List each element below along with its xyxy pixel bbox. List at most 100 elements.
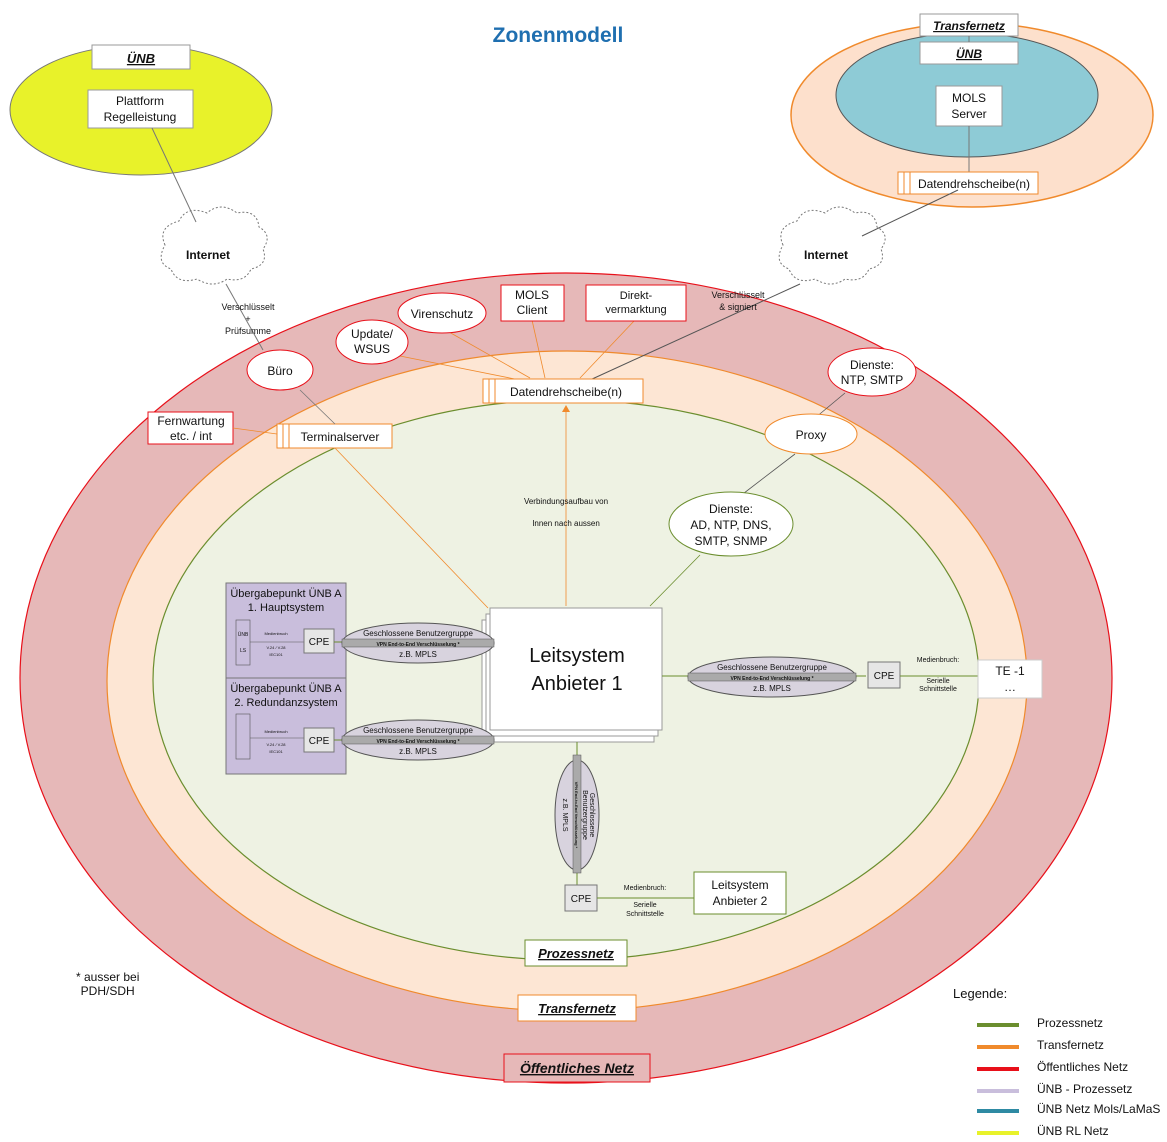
legend-item-prozessnetz: Prozessnetz bbox=[977, 1016, 1167, 1034]
uenb-left-header: ÜNB bbox=[127, 51, 155, 66]
leitsystem2-box bbox=[693, 871, 787, 915]
conn-left-l1: Verschlüsselt bbox=[221, 302, 275, 312]
legend-item-uenb-mols: ÜNB Netz Mols/LaMaS bbox=[977, 1102, 1167, 1120]
plattform-box bbox=[87, 89, 194, 129]
vpn-vertical-l2: Benutzergruppe bbox=[581, 790, 588, 840]
process-label-box bbox=[524, 939, 628, 967]
legend-swatch bbox=[977, 1023, 1019, 1027]
cpe-left-2-label: CPE bbox=[309, 736, 330, 747]
uebergabe1-ls: LS bbox=[240, 648, 247, 654]
legend-item-transfernetz: Transfernetz bbox=[977, 1038, 1167, 1056]
vpn-left-2-mpls: z.B. MPLS bbox=[399, 747, 437, 756]
vpn-left-2-vpn: VPN End-to-End Verschlüsselung * bbox=[376, 739, 459, 745]
fernwartung-box bbox=[147, 411, 234, 445]
legend-item-uenb-prozess: ÜNB - Prozessetz bbox=[977, 1082, 1167, 1100]
plattform-label-2: Regelleistung bbox=[104, 110, 177, 124]
legend-swatch bbox=[977, 1109, 1019, 1113]
uenb-right-header: ÜNB bbox=[956, 46, 982, 61]
vpn-right-vpn: VPN End-to-End Verschlüsselung * bbox=[730, 676, 813, 682]
legend-label: Prozessnetz bbox=[1037, 1016, 1104, 1030]
te-box bbox=[977, 659, 1043, 699]
uenb-right-transfer-label: Transfernetz bbox=[933, 19, 1005, 33]
line-internet-buero bbox=[225, 283, 264, 351]
buero-label: Büro bbox=[267, 364, 293, 378]
footnote-l2: PDH/SDH bbox=[80, 984, 135, 998]
virenschutz-node bbox=[397, 292, 487, 334]
leitsystem2-l2: Anbieter 2 bbox=[713, 894, 768, 908]
update-l2: WSUS bbox=[354, 342, 390, 356]
cpe-left-2 bbox=[303, 727, 335, 753]
leitsystem-l1: Leitsystem bbox=[529, 645, 625, 667]
medien-right-l2: Serielle bbox=[926, 678, 949, 685]
dienste-public-l1: Dienste: bbox=[850, 358, 894, 372]
uebergabe1-proto2: IEC101 bbox=[269, 652, 283, 657]
legend-label: ÜNB RL Netz bbox=[1037, 1124, 1109, 1138]
uebergabe2-l2: 2. Redundanzsystem bbox=[234, 697, 337, 709]
cpe-right bbox=[867, 661, 901, 689]
uenb-left-header-box bbox=[91, 44, 191, 70]
proxy-label: Proxy bbox=[796, 428, 827, 442]
mols-server-l2: Server bbox=[951, 107, 986, 121]
legend-swatch bbox=[977, 1045, 1019, 1049]
vpn-left-1-mpls: z.B. MPLS bbox=[399, 650, 437, 659]
vpn-left-1-group: Geschlossene Benutzergruppe bbox=[363, 629, 473, 638]
dienste-public-node bbox=[827, 347, 917, 397]
cpe-left-1-label: CPE bbox=[309, 637, 330, 648]
diagram-title: Zonenmodell bbox=[493, 24, 624, 47]
footnote: * ausser bei PDH/SDH bbox=[76, 970, 139, 998]
vpn-vertical-mpls: z.B. MPLS bbox=[561, 798, 568, 831]
cpe-right-label: CPE bbox=[874, 671, 895, 682]
uebergabe1-uenb: ÜNB bbox=[238, 631, 249, 638]
medien-bottom-l3: Schnittstelle bbox=[626, 911, 664, 918]
uebergabe2-medien: Medienbruch bbox=[264, 729, 287, 734]
leitsystem-l2: Anbieter 1 bbox=[531, 673, 622, 695]
transfer-label: Transfernetz bbox=[538, 1001, 616, 1016]
uebergabe2-l1: Übergabepunkt ÜNB A bbox=[230, 683, 342, 695]
proxy-node bbox=[764, 413, 858, 455]
conn-right-l2: & signiert bbox=[719, 302, 757, 312]
vpn-vertical-l1: Geschlossene bbox=[588, 793, 595, 837]
transfer-hub-label: Datendrehscheibe(n) bbox=[510, 385, 622, 399]
terminalserver-box bbox=[276, 423, 393, 449]
internet-right-label: Internet bbox=[804, 248, 848, 262]
uebergabe1-l2: 1. Hauptsystem bbox=[248, 602, 324, 614]
legend-swatch bbox=[977, 1067, 1019, 1071]
transfer-label-box bbox=[517, 994, 637, 1022]
right-hub-label: Datendrehscheibe(n) bbox=[918, 177, 1030, 191]
conn-left-l3: Prüfsumme bbox=[225, 326, 271, 336]
medien-bottom-l1: Medienbruch: bbox=[624, 885, 666, 892]
uebergabe1-medien: Medienbruch bbox=[264, 631, 287, 636]
dienste-process-l1: Dienste: bbox=[709, 502, 753, 516]
legend-label: Transfernetz bbox=[1037, 1038, 1104, 1052]
cpe-bottom-label: CPE bbox=[571, 894, 592, 905]
conn-left-l2: + bbox=[245, 314, 250, 324]
medien-bottom-l2: Serielle bbox=[633, 902, 656, 909]
process-label: Prozessnetz bbox=[538, 946, 614, 961]
legend-item-oeffentlich: Öffentliches Netz bbox=[977, 1060, 1167, 1078]
update-l1: Update/ bbox=[351, 327, 394, 341]
vpn-left-2-group: Geschlossene Benutzergruppe bbox=[363, 726, 473, 735]
dienste-process-node bbox=[668, 491, 794, 557]
uebergabe1-proto1: V.24 / V.28 bbox=[266, 645, 286, 650]
uebergabe1-l1: Übergabepunkt ÜNB A bbox=[230, 588, 342, 600]
uebergabe2-proto2: IEC101 bbox=[269, 749, 283, 754]
terminalserver-label: Terminalserver bbox=[301, 430, 380, 444]
internet-cloud-left bbox=[160, 206, 268, 285]
direktvermarktung-l1: Direkt- bbox=[620, 290, 653, 302]
legend-label: ÜNB - Prozessetz bbox=[1037, 1082, 1133, 1096]
public-label-box bbox=[503, 1053, 651, 1083]
legend-label: ÜNB Netz Mols/LaMaS bbox=[1037, 1102, 1161, 1116]
plattform-text: Plattform bbox=[116, 94, 164, 108]
update-node bbox=[335, 319, 409, 365]
direktvermarktung-l2: vermarktung bbox=[605, 304, 666, 316]
footnote-l1: * ausser bei bbox=[76, 970, 140, 984]
dienste-process-l3: SMTP, SNMP bbox=[694, 534, 767, 548]
verbindung-l1: Verbindungsaufbau von bbox=[524, 497, 608, 506]
verbindung-l2: Innen nach aussen bbox=[532, 519, 600, 528]
medien-right-l1: Medienbruch: bbox=[917, 657, 959, 664]
right-hub-box bbox=[897, 171, 1039, 195]
leitsystem2-l1: Leitsystem bbox=[711, 878, 768, 892]
legend-swatch bbox=[977, 1089, 1019, 1093]
fernwartung-l1: Fernwartung bbox=[157, 414, 224, 428]
legend-label: Öffentliches Netz bbox=[1037, 1060, 1129, 1074]
